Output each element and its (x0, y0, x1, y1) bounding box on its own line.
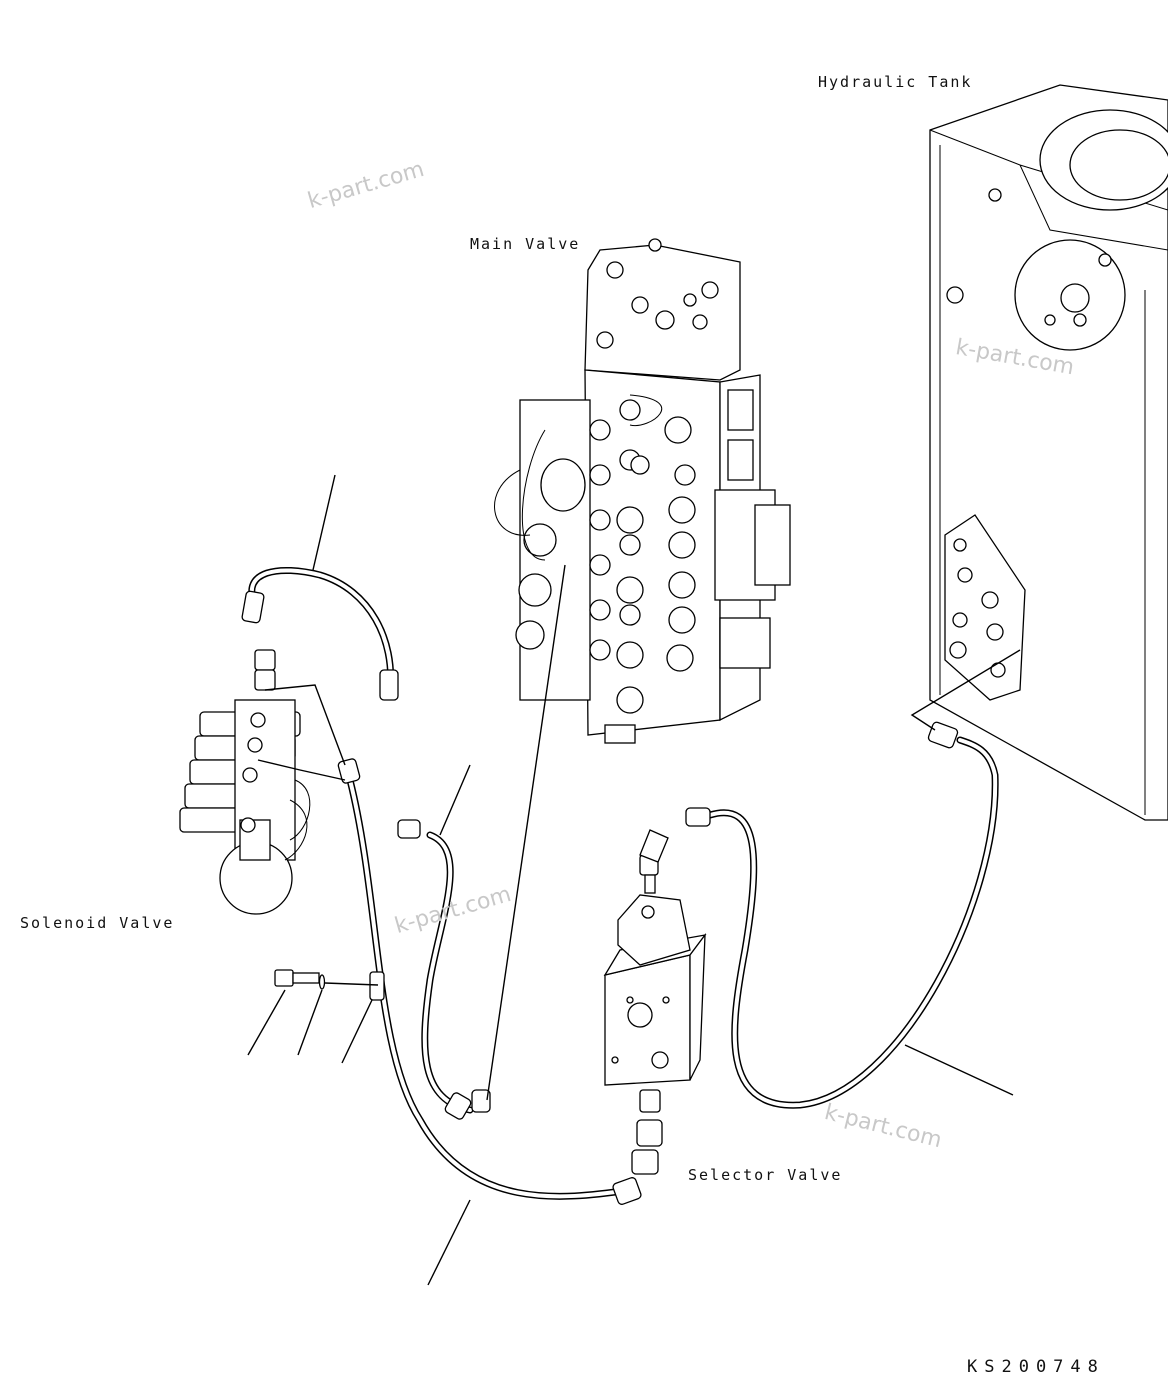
solenoid-valve-label: Solenoid Valve (20, 914, 175, 932)
hydraulic-tank (929, 84, 1168, 821)
drawing-code: KS200748 (967, 1357, 1105, 1377)
main-valve-label: Main Valve (470, 235, 581, 253)
leader-lines (247, 474, 1021, 1286)
hoses (241, 566, 999, 1205)
main-valve (494, 238, 791, 744)
solenoid-valve (179, 649, 311, 915)
selector-valve (603, 829, 707, 1147)
selector-valve-label: Selector Valve (688, 1166, 843, 1184)
hydraulic-tank-label: Hydraulic Tank (818, 73, 973, 91)
